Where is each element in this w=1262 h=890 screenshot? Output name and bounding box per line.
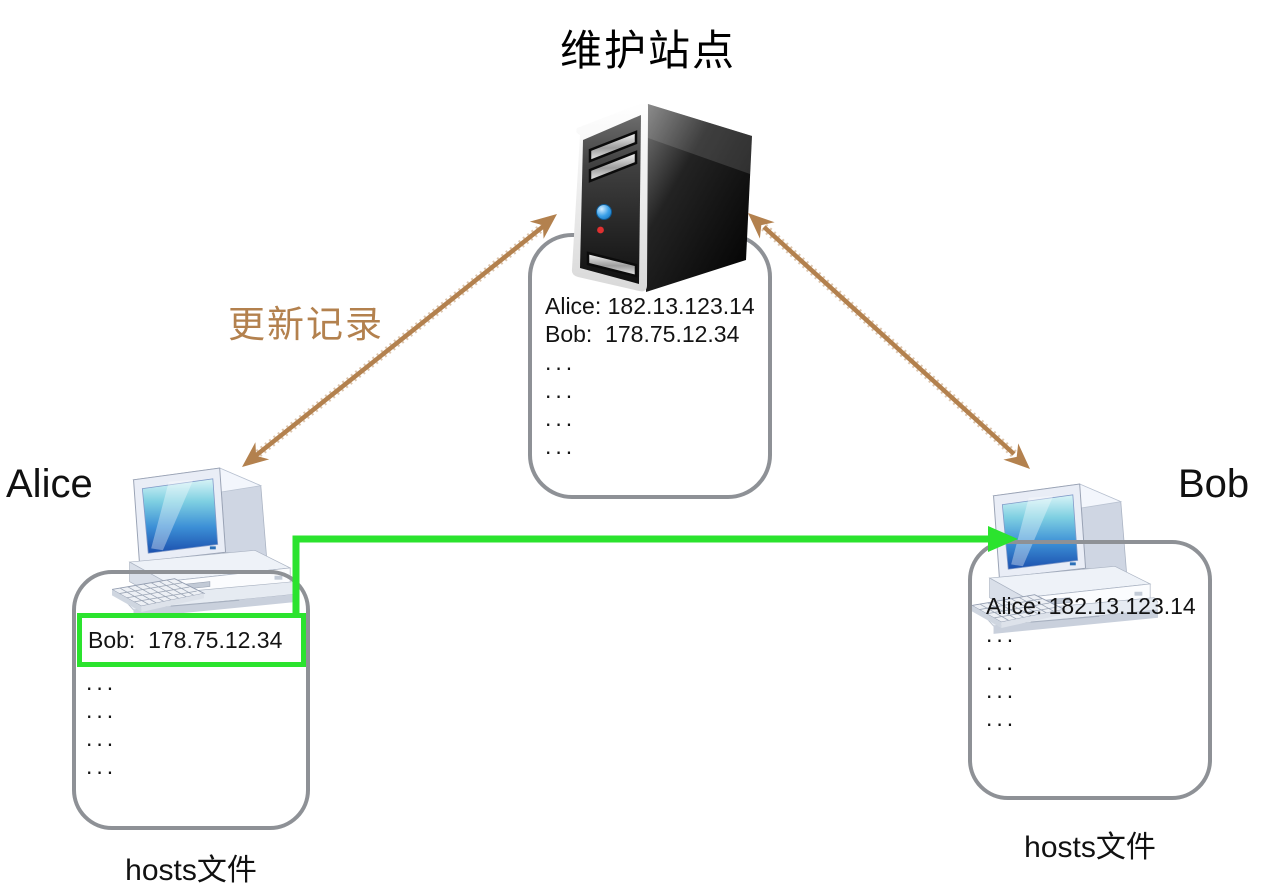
bob-name-label: Bob: [1178, 462, 1250, 506]
host-record-ellipsis: ...: [86, 697, 118, 723]
bob-hosts-box: Alice: 182.13.123.14 ... ... ... ...: [968, 540, 1212, 800]
server-icon: [571, 102, 752, 292]
power-button-icon: [596, 204, 612, 220]
highlighted-record-box: Bob: 178.75.12.34: [77, 613, 306, 667]
diagram-title: 维护站点: [559, 27, 736, 74]
host-record-ellipsis: ...: [545, 433, 577, 459]
host-record-ellipsis: ...: [545, 405, 577, 431]
host-record-ellipsis: ...: [545, 349, 577, 375]
update-record-label: 更新记录: [228, 304, 384, 345]
alice-hosts-file-label: hosts文件: [125, 854, 257, 887]
status-led-icon: [597, 226, 604, 234]
arrowhead-icon: [1003, 443, 1030, 469]
copy-arrow-alice-to-bob: [292, 526, 1018, 613]
host-record-ellipsis: ...: [545, 377, 577, 403]
host-record-ellipsis: ...: [986, 649, 1018, 675]
arrowhead-icon: [529, 214, 557, 239]
host-record-alice: Alice: 182.13.123.14: [986, 593, 1196, 619]
host-record-ellipsis: ...: [986, 621, 1018, 647]
host-record-ellipsis: ...: [986, 705, 1018, 731]
host-record-ellipsis: ...: [86, 753, 118, 779]
alice-name-label: Alice: [6, 462, 93, 506]
update-arrow-bob-server: [748, 213, 1030, 469]
drive-bay-icon: [588, 150, 638, 183]
host-record-alice: Alice: 182.13.123.14: [545, 293, 755, 319]
alice-hosts-box: Bob: 178.75.12.34 ... ... ... ...: [72, 570, 310, 830]
bob-hosts-file-label: hosts文件: [1024, 831, 1156, 864]
host-record-ellipsis: ...: [86, 725, 118, 751]
host-record-ellipsis: ...: [86, 669, 118, 695]
host-record-ellipsis-list: ... ... ... ...: [86, 668, 117, 780]
drive-bay-icon: [588, 130, 638, 163]
host-record-bob: Bob: 178.75.12.34: [88, 627, 283, 653]
host-record-bob: Bob: 178.75.12.34: [545, 321, 740, 347]
bottom-slot-icon: [586, 251, 638, 278]
host-record-ellipsis: ...: [986, 677, 1018, 703]
